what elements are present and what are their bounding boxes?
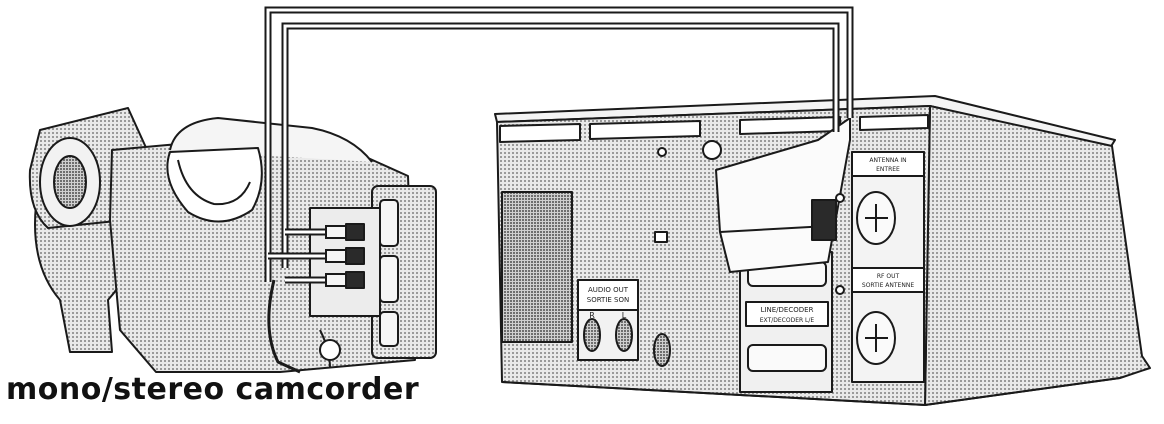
antenna-in-label-1: ANTENNA IN bbox=[869, 157, 906, 164]
audio-jack-l bbox=[615, 318, 633, 352]
scart-label-1: LINE/DECODER bbox=[761, 306, 814, 314]
rf-out-label-1: RF OUT bbox=[877, 273, 900, 280]
audio-out-label-2: SORTIE SON bbox=[587, 296, 630, 304]
vcr bbox=[494, 95, 1151, 406]
rf-out-label-2: SORTIE ANTENNE bbox=[862, 282, 914, 289]
scart-socket-2 bbox=[747, 344, 827, 372]
scart-label-2: EXT/DECODER L/E bbox=[760, 317, 815, 324]
vcr-side bbox=[924, 105, 1151, 406]
camcorder bbox=[28, 107, 437, 374]
connection-cables bbox=[264, 6, 854, 284]
audio-out-label-1: AUDIO OUT bbox=[588, 286, 629, 294]
camcorder-jack-1 bbox=[345, 223, 365, 241]
camcorder-jack-2 bbox=[345, 247, 365, 265]
camcorder-jack-3 bbox=[345, 271, 365, 289]
viewfinder-eyecup bbox=[166, 147, 263, 223]
caption: mono/stereo camcorder bbox=[6, 372, 420, 407]
audio-jack-r bbox=[583, 318, 601, 352]
audio-r-label: R bbox=[589, 311, 595, 320]
antenna-in-label-2: ENTREE bbox=[876, 166, 900, 173]
audio-l-label: L bbox=[622, 311, 627, 320]
